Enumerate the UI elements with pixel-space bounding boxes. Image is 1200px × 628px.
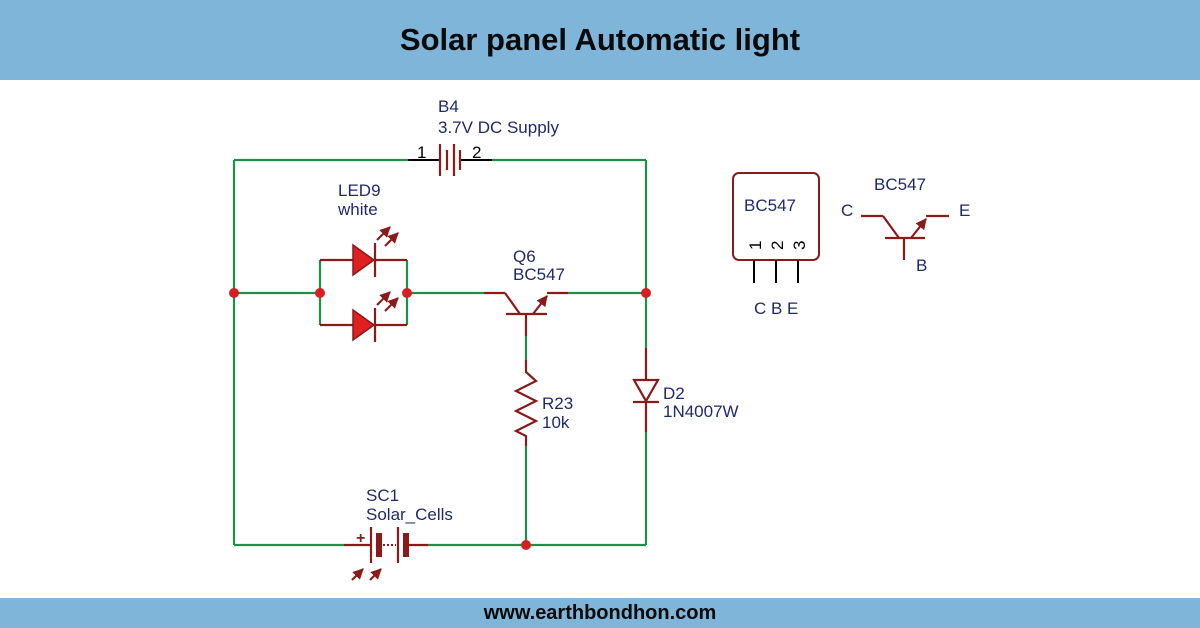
battery-pin2: 2 (472, 143, 481, 162)
diode-value: 1N4007W (663, 402, 739, 421)
junctions (229, 288, 651, 550)
diode-ref: D2 (663, 384, 685, 403)
package-label: BC547 (744, 196, 796, 215)
light-arrow-icon (376, 226, 391, 241)
package-pin-names: C B E (754, 299, 798, 318)
package-pin2: 2 (768, 241, 787, 250)
led-ref: LED9 (338, 181, 381, 200)
transistor-q6[interactable]: Q6 BC547 (484, 247, 568, 336)
footer-banner: www.earthbondhon.com (0, 598, 1200, 628)
junction-dot (315, 288, 325, 298)
symbol-label: BC547 (874, 175, 926, 194)
page-title: Solar panel Automatic light (399, 22, 801, 57)
battery-ref: B4 (438, 97, 459, 116)
solar-value: Solar_Cells (366, 505, 453, 524)
junction-dot (229, 288, 239, 298)
battery-b4[interactable]: 1 2 B4 3.7V DC Supply (408, 97, 559, 176)
resistor-ref: R23 (542, 394, 573, 413)
bc547-package: BC547 1 2 3 C B E (732, 172, 820, 318)
junction-dot (402, 288, 412, 298)
solar-cell-sc1[interactable]: + SC1 Solar_Cells (344, 486, 453, 581)
website-link[interactable]: www.earthbondhon.com (483, 601, 717, 624)
wires (232, 158, 648, 547)
battery-value: 3.7V DC Supply (438, 118, 559, 137)
light-arrow-icon (376, 291, 391, 306)
junction-dot (521, 540, 531, 550)
package-pin3: 3 (790, 241, 809, 250)
light-arrow-icon (384, 297, 399, 312)
led-top (320, 226, 407, 277)
junction-dot (641, 288, 651, 298)
bc547-symbol: BC547 C E B (841, 175, 970, 275)
resistor-r23[interactable]: R23 10k (513, 360, 573, 446)
battery-pin1: 1 (417, 143, 426, 162)
package-pin1: 1 (746, 241, 765, 250)
symbol-emitter: E (959, 201, 970, 220)
light-arrow-icon (384, 232, 399, 247)
light-arrow-icon (369, 568, 382, 581)
solar-polarity: + (356, 530, 365, 547)
led-led9[interactable]: LED9 white (320, 181, 407, 342)
solar-ref: SC1 (366, 486, 399, 505)
transistor-value: BC547 (513, 265, 565, 284)
header-banner: Solar panel Automatic light (0, 0, 1200, 80)
diode-d2[interactable]: D2 1N4007W (632, 348, 739, 432)
symbol-collector: C (841, 201, 853, 220)
transistor-ref: Q6 (513, 247, 536, 266)
led-value: white (337, 200, 378, 219)
led-bottom (320, 291, 407, 342)
light-arrow-icon (351, 568, 364, 581)
resistor-value: 10k (542, 413, 570, 432)
symbol-base: B (916, 256, 927, 275)
